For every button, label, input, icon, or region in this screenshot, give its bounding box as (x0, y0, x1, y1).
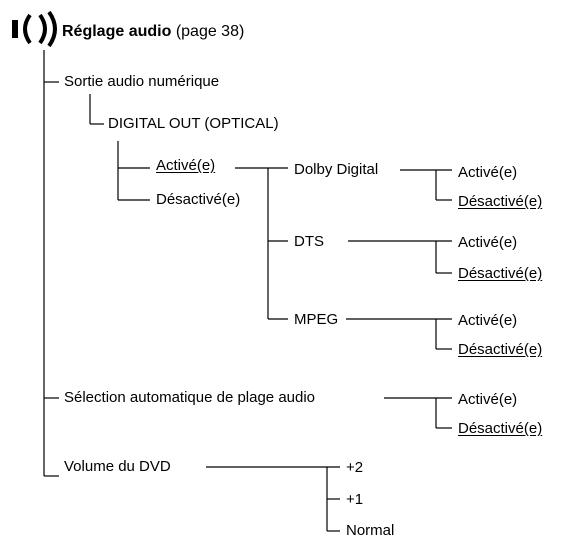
speaker-icon (12, 10, 57, 48)
page-title: Réglage audio (page 38) (62, 22, 244, 42)
node-digital-out: DIGITAL OUT (OPTICAL) (108, 115, 279, 132)
node-dolby-off: Désactivé(e) (458, 193, 543, 210)
node-digital-audio-output: Sortie audio numérique (64, 73, 220, 90)
node-dts-on: Activé(e) (458, 234, 518, 251)
node-mpeg-on: Activé(e) (458, 312, 518, 329)
node-dts-off: Désactivé(e) (458, 265, 543, 282)
node-auto-track-on: Activé(e) (458, 391, 518, 408)
node-dvd-volume: Volume du DVD (64, 458, 171, 475)
node-mpeg-off: Désactivé(e) (458, 341, 543, 358)
title-heading: Réglage audio (62, 23, 172, 40)
node-dts: DTS (294, 233, 324, 250)
node-auto-track-selection: Sélection automatique de plage audio (64, 389, 316, 406)
node-auto-track-off: Désactivé(e) (458, 420, 543, 437)
node-volume-plus1: +1 (346, 491, 364, 508)
title-page-ref: (page 38) (175, 23, 245, 40)
node-digital-out-on: Activé(e) (156, 157, 216, 174)
node-dolby-digital: Dolby Digital (294, 161, 379, 178)
node-volume-plus2: +2 (346, 459, 364, 476)
node-digital-out-off: Désactivé(e) (156, 191, 241, 208)
node-mpeg: MPEG (294, 311, 339, 328)
node-dolby-on: Activé(e) (458, 164, 518, 181)
node-volume-normal: Normal (346, 522, 395, 539)
